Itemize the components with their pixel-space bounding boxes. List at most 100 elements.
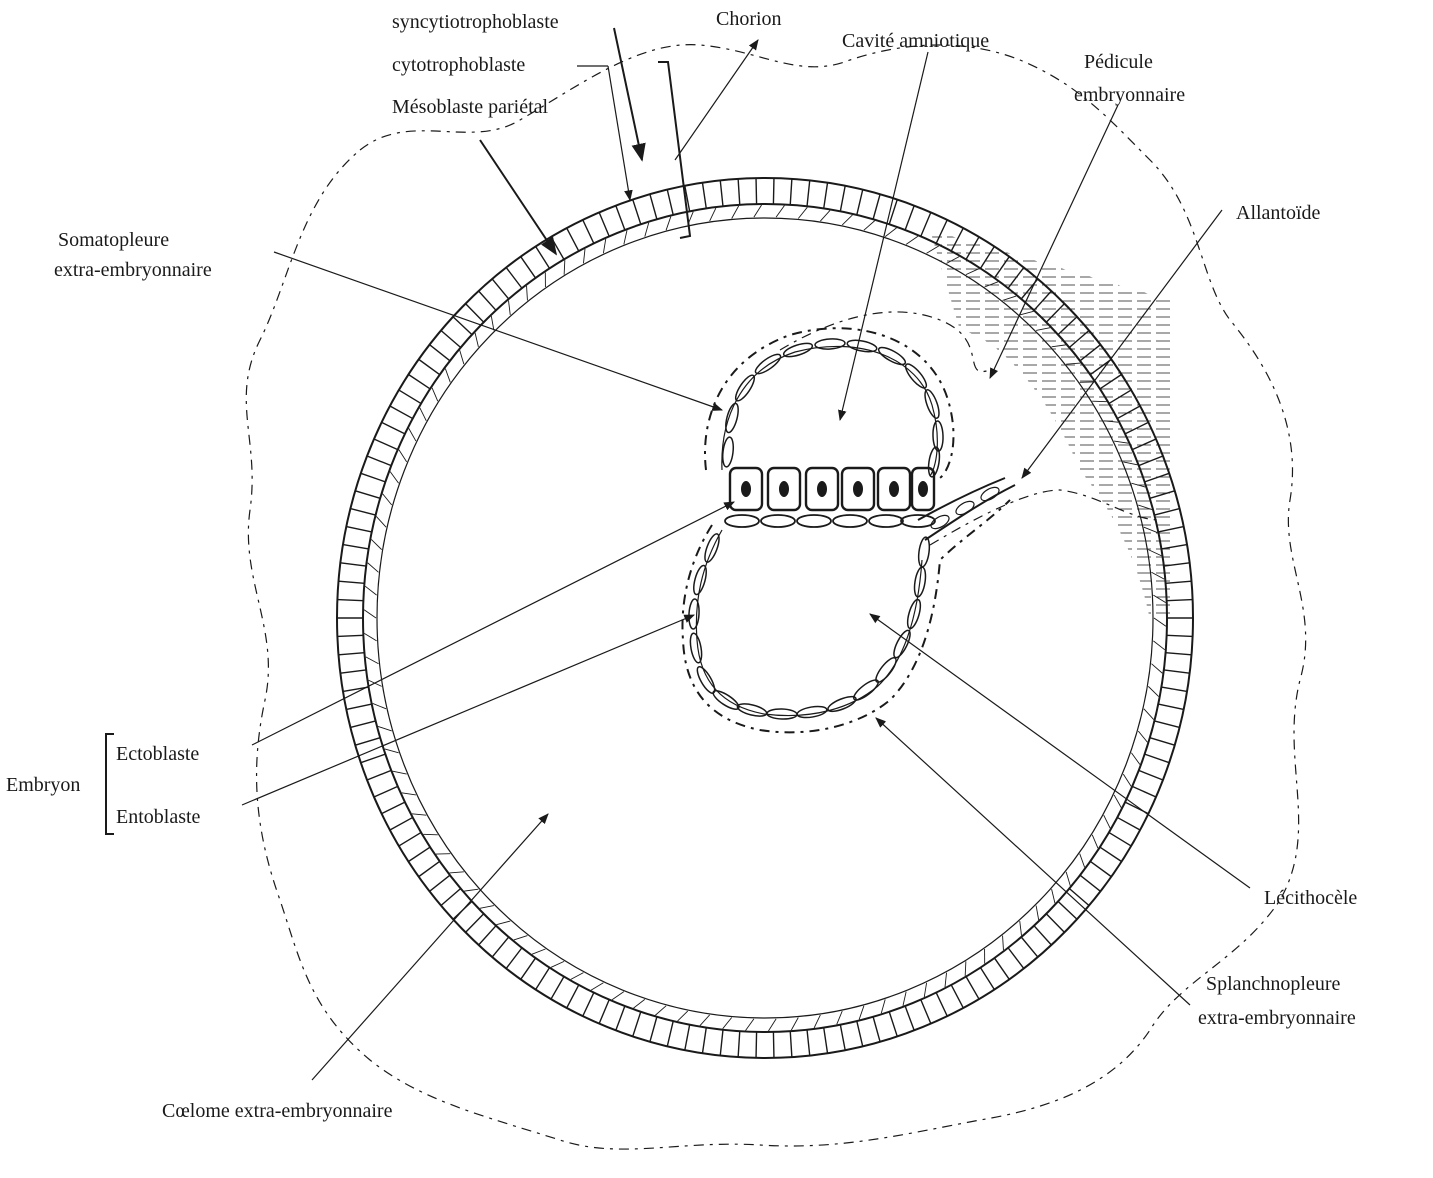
cytotrophoblast-cell-wall xyxy=(535,967,551,990)
cytotrophoblast-cell-wall xyxy=(979,967,995,990)
cytotrophoblast-cell-wall xyxy=(491,936,510,958)
cytotrophoblast-cell-wall xyxy=(772,1031,775,1058)
mesoblast-hatch-line xyxy=(1036,327,1051,331)
cytotrophoblast-outer-ring xyxy=(336,177,1194,1059)
leader-syncytio xyxy=(613,27,646,162)
mesoblast-hatch-line xyxy=(1137,730,1148,743)
mesoblast-hatch-line xyxy=(1103,814,1111,829)
mesoblast-hatch-line xyxy=(775,205,785,218)
amnion-cell xyxy=(877,346,907,366)
cytotrophoblast-cell-wall xyxy=(1079,874,1101,892)
cytotrophoblast-cell-wall xyxy=(1154,720,1180,729)
mesoblast-hatch-line xyxy=(905,235,919,245)
cytotrophoblast-cell-wall xyxy=(1163,562,1190,567)
cytotrophoblast-cell-wall xyxy=(491,278,510,300)
mesoblast-hatch-line xyxy=(965,268,980,276)
cytotrophoblast-cell-wall xyxy=(684,1024,691,1051)
mesoblast-hatch-line xyxy=(1153,594,1166,604)
cytotrophoblast-cell-wall xyxy=(888,1011,898,1037)
cell-nucleus xyxy=(741,481,751,497)
mesoblast-hatch-line xyxy=(1153,640,1166,651)
yolk-sac-cell xyxy=(693,564,707,596)
cytotrophoblast-cell-wall xyxy=(1099,373,1122,390)
yolk-sac-cell xyxy=(827,695,857,713)
mesoblast-hatch-line xyxy=(655,1005,667,1016)
mesoblast-hatch-line xyxy=(411,813,427,816)
yolk-sac-wall xyxy=(695,529,923,717)
label-pedicule-2: embryonnaire xyxy=(1074,84,1185,106)
mesoblast-hatch-line xyxy=(902,991,907,1006)
mesoblast-hatch-line xyxy=(364,632,377,642)
cytotrophoblast-cell-wall xyxy=(381,801,406,815)
label-cavite-amniotique: Cavité amniotique xyxy=(842,30,989,52)
cytotrophoblast-cell-wall xyxy=(1161,543,1188,550)
cytotrophoblast-cell-wall xyxy=(632,199,642,225)
mesoblast-hatch-line xyxy=(1051,344,1066,348)
leader-ectoblaste xyxy=(251,501,735,746)
leader-lecithocele xyxy=(869,613,1251,889)
mesoblast-hatch-line xyxy=(479,905,494,909)
cytotrophoblast-cell-wall xyxy=(993,957,1010,980)
amnion-cell xyxy=(924,389,940,419)
yolk-sac-cell xyxy=(766,708,798,720)
amnion-cell xyxy=(846,339,878,353)
entoblast-cell xyxy=(832,514,868,528)
mesoblast-hatch-line xyxy=(389,471,399,484)
cytotrophoblast-cell-wall xyxy=(649,194,658,220)
cytotrophoblast-cell-wall xyxy=(1161,686,1188,693)
mesoblast-hatch-line xyxy=(1065,871,1071,886)
mesoblast-hatch-line xyxy=(392,770,407,775)
cytotrophoblast-cell-wall xyxy=(465,303,485,323)
cytotrophoblast-cell-wall xyxy=(719,1029,724,1056)
amnion-cells xyxy=(721,338,944,478)
cytotrophoblast-cell-wall xyxy=(1124,421,1149,435)
yolk-sac-cell xyxy=(893,629,911,659)
yolk-sac-cell xyxy=(688,598,700,630)
amnion-cell xyxy=(782,342,814,358)
cytotrophoblast-cell-wall xyxy=(839,185,846,212)
amnion-cell xyxy=(814,338,846,350)
cytotrophoblast-cell-wall xyxy=(381,421,406,435)
cytotrophoblast-cell-wall xyxy=(1165,580,1192,585)
cytotrophoblast-cell-wall xyxy=(965,976,980,1000)
cytotrophoblast-cell-wall xyxy=(1144,472,1170,483)
mesoblast-hatch-line xyxy=(1051,889,1056,904)
mesoblast-hatch-line xyxy=(768,1018,777,1032)
ectoblast-cell xyxy=(910,466,936,512)
mesoblast-hatch-line xyxy=(364,585,377,596)
amnion-cell xyxy=(927,446,941,478)
mesoblast-hatch-line xyxy=(984,281,999,288)
entoblast-cell xyxy=(900,514,936,528)
yolk-sac-cell xyxy=(906,598,922,630)
label-cytotrophoblaste: cytotrophoblaste xyxy=(392,54,525,76)
cytotrophoblast-cell-wall xyxy=(632,1011,642,1037)
leader-mesoblaste xyxy=(479,139,557,256)
cytotrophoblast-cell-wall xyxy=(1079,344,1101,362)
cytotrophoblast-cell-wall xyxy=(346,703,372,711)
mesoblast-hatch-line xyxy=(1002,935,1004,951)
leader-chorion xyxy=(674,39,759,161)
mesoblast-hatch-line xyxy=(1066,362,1081,365)
label-somatopleure-1: Somatopleure xyxy=(58,229,169,251)
mesoblast-hatch-line xyxy=(1122,773,1132,787)
cytotrophoblast-cell-wall xyxy=(1158,525,1184,533)
ectoblast-cell xyxy=(766,466,802,512)
mesoblast-hatch-line xyxy=(526,285,528,301)
cytotrophoblast-cell-wall xyxy=(666,189,674,216)
label-splanchnopleure-1: Splanchnopleure xyxy=(1206,973,1341,995)
cell-nucleus xyxy=(918,481,928,497)
cytotrophoblast-cell-wall xyxy=(806,180,811,207)
cytotrophoblast-cell-wall xyxy=(337,598,364,602)
amnion-cell xyxy=(932,420,944,452)
mesoblast-hatch-line xyxy=(884,227,897,237)
label-syncytiotrophoblaste: syncytiotrophoblaste xyxy=(392,11,559,33)
cytotrophoblast-cell-wall xyxy=(1165,651,1192,656)
ectoblast-cell xyxy=(876,466,912,512)
mesoblast-hatch-line xyxy=(790,1017,799,1031)
cytotrophoblast-cell-wall xyxy=(935,992,948,1017)
mesoblast-hatch-line xyxy=(944,972,947,988)
cytotrophoblast-cell-wall xyxy=(965,236,980,260)
ectoblast-cells xyxy=(728,466,936,512)
cytotrophoblast-cell-wall xyxy=(478,290,497,311)
